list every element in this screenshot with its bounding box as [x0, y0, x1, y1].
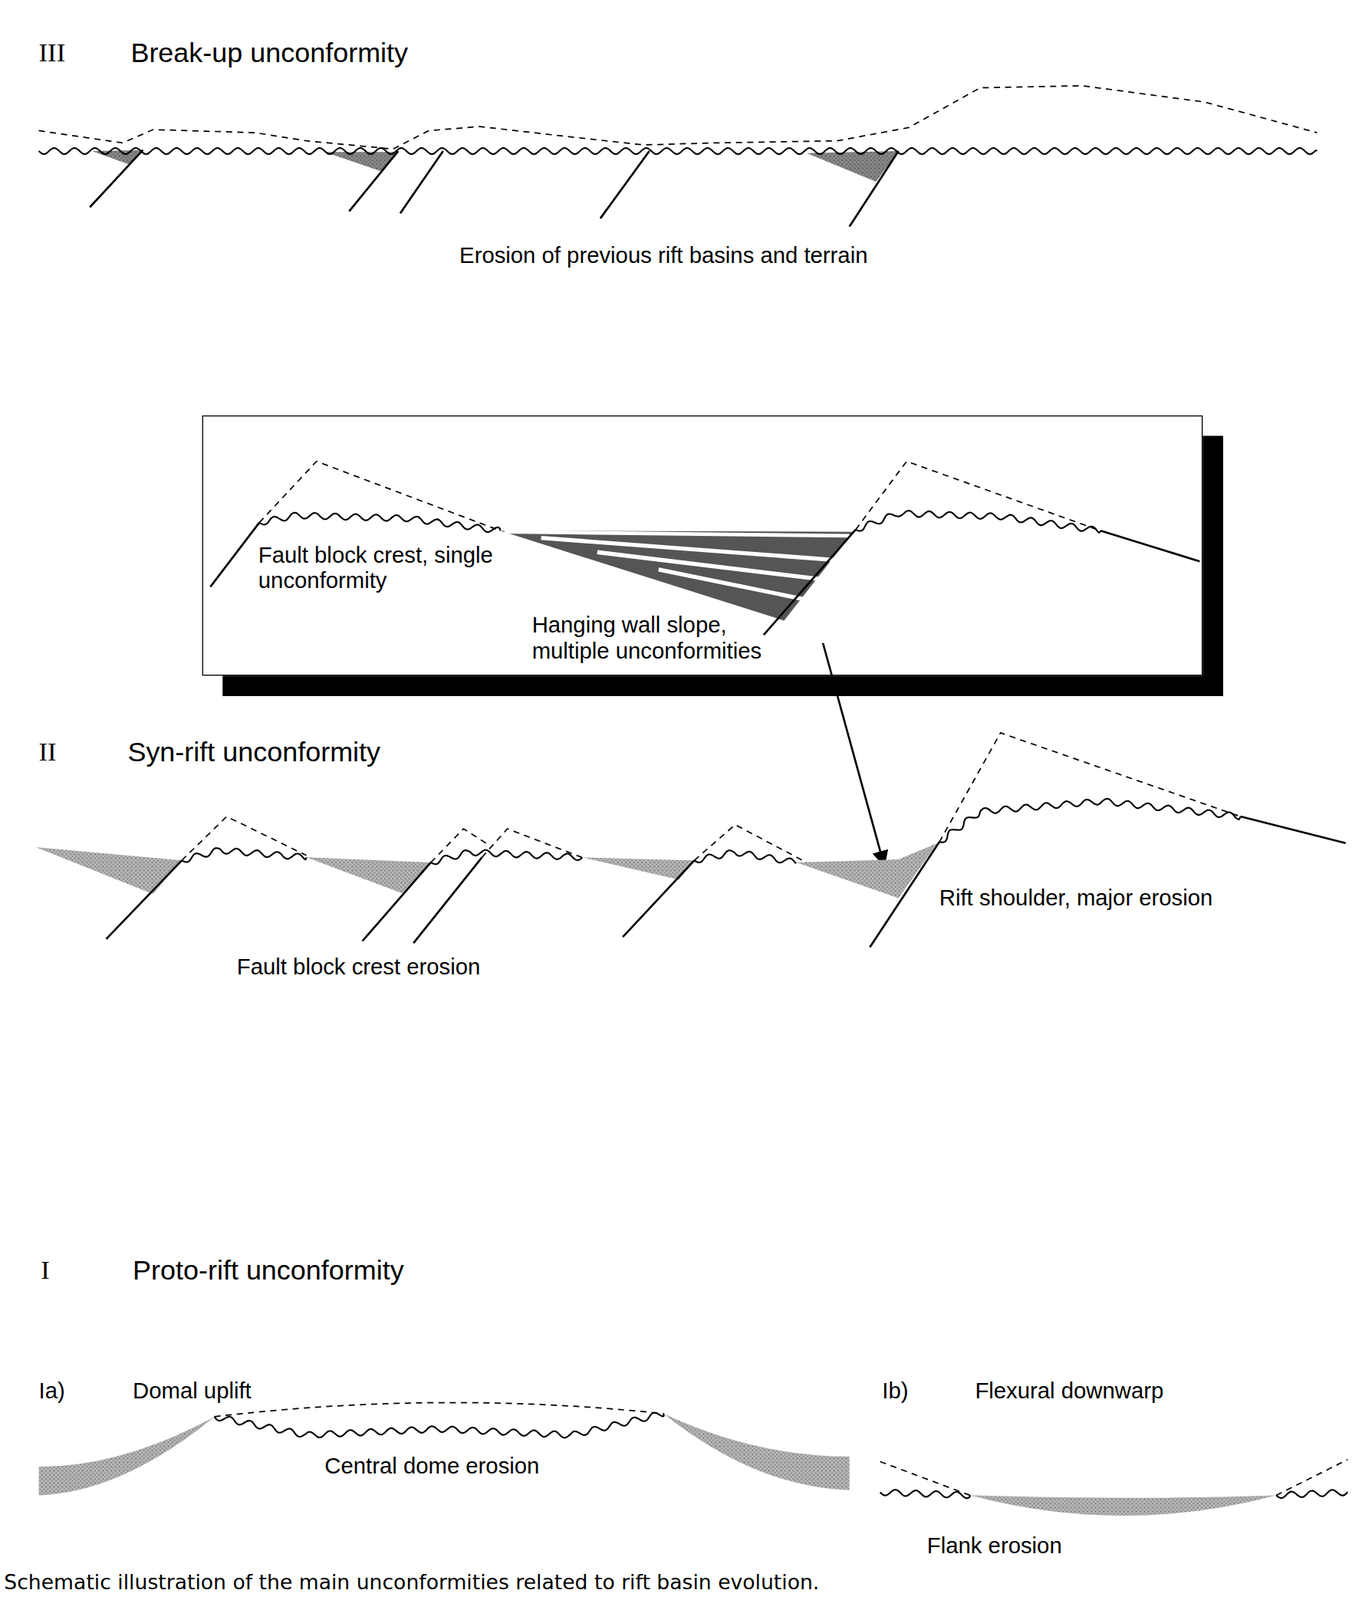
unconformity-line: [855, 510, 1102, 533]
panel-note: Fault block crest erosion: [236, 954, 481, 982]
eroded-profile: [855, 461, 1102, 532]
fault-line: [362, 862, 431, 942]
syn-rift-basin: [582, 857, 695, 880]
unconformity-stripe: [597, 552, 826, 580]
panel-note: Erosion of previous rift basins and terr…: [459, 243, 868, 270]
node-text: Fault block crest, single unconformity: [258, 542, 494, 594]
fault-line: [763, 529, 856, 635]
panel-title: Syn-rift unconformity: [127, 736, 381, 770]
fault-line: [413, 857, 482, 944]
surface-line: [1240, 816, 1346, 844]
eroded-dome: [214, 1403, 665, 1418]
panel-note: Rift shoulder, major erosion: [939, 884, 1214, 912]
syn-rift-basin: [36, 847, 182, 895]
fault-line: [89, 150, 143, 208]
surface-line: [1100, 530, 1200, 562]
panel-title: Break-up unconformity: [130, 36, 408, 70]
fault-line: [600, 151, 650, 219]
figure-caption: Schematic illustration of the main uncon…: [3, 1570, 820, 1596]
eroded-profile: [259, 461, 501, 532]
node-text: Hanging wall slope, multiple unconformit…: [532, 613, 803, 665]
unconformity-line: [694, 850, 797, 863]
subpanel-title: Domal uplift: [132, 1378, 252, 1405]
fault-line: [400, 151, 444, 214]
syn-rift-basin: [305, 857, 431, 895]
leader-arrow: [822, 643, 885, 866]
unconformity-line: [1276, 1490, 1348, 1499]
unconformity-line: [880, 1490, 971, 1499]
flank-basin: [663, 1414, 849, 1491]
panel-note: Flank erosion: [927, 1533, 1063, 1561]
panel-number: I: [40, 1254, 50, 1287]
unconformity-line: [259, 513, 501, 533]
panel-note: Central dome erosion: [324, 1454, 540, 1481]
eroded-profile: [939, 733, 1241, 843]
fault-line: [105, 860, 182, 940]
unconformity-line: [214, 1413, 665, 1439]
panel-number: II: [39, 736, 57, 769]
fault-line: [348, 151, 399, 212]
basin-remnant: [806, 151, 899, 182]
panel-number: III: [39, 36, 66, 70]
panel-title: Proto-rift unconformity: [132, 1254, 405, 1288]
unconformity-line: [939, 799, 1241, 843]
subpanel-title: Flexural downwarp: [974, 1378, 1164, 1405]
hanging-wall-wedge: [500, 530, 854, 621]
fault-line: [210, 523, 260, 588]
eroded-profile: [39, 85, 1318, 150]
unconformity-line: [39, 148, 1318, 155]
subpanel-number: Ia): [39, 1378, 66, 1405]
flank-basin: [39, 1417, 215, 1497]
unconformity-stripe: [504, 532, 850, 537]
subpanel-number: Ib): [881, 1378, 908, 1405]
eroded-profile: [694, 825, 807, 863]
syn-rift-basin: [796, 843, 938, 899]
sag-basin: [970, 1495, 1277, 1517]
fault-line: [849, 151, 899, 227]
unconformity-stripe: [541, 538, 840, 561]
fault-line: [869, 842, 940, 948]
unconformity-line: [181, 848, 306, 862]
unconformity-line: [430, 850, 583, 866]
fault-line: [622, 860, 695, 938]
basin-remnant: [324, 151, 396, 172]
unconformity-stripe: [658, 569, 810, 601]
